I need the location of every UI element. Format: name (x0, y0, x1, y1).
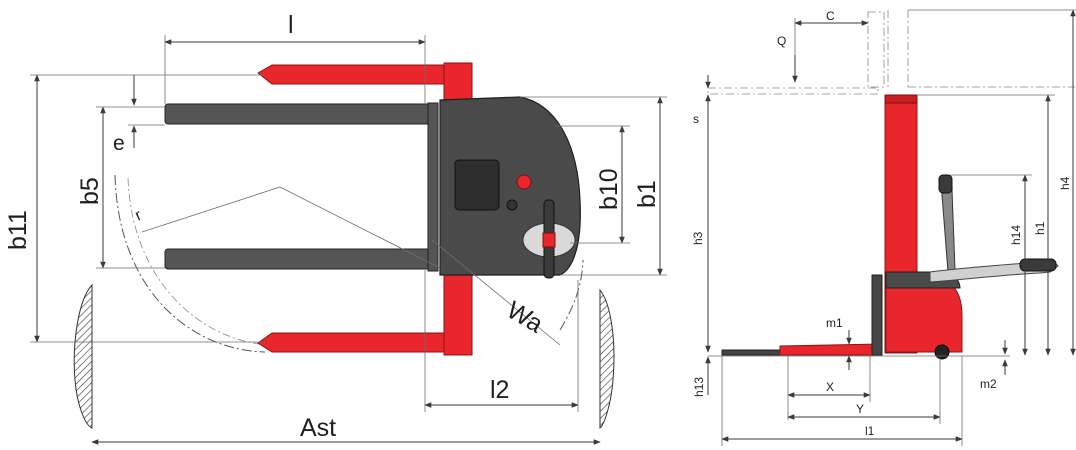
label-wa: Wa (502, 296, 548, 339)
tiller-red-cap (542, 232, 556, 248)
label-h14: h14 (1009, 225, 1023, 245)
upper-fork (164, 103, 436, 125)
raised-fork (707, 87, 879, 95)
mast-top-cap (884, 94, 918, 104)
label-l: l (288, 11, 294, 39)
side-body (885, 282, 963, 353)
turning-arc-outer (127, 177, 271, 346)
lower-red-leg (257, 332, 451, 353)
label-c: C (826, 9, 835, 23)
label-s: s (693, 112, 699, 126)
side-view: C Q s h3 h4 h14 h1 m1 h13 m2 (691, 9, 1076, 446)
battery-cover (454, 159, 500, 211)
right-aisle-wall (599, 288, 615, 430)
label-m1: m1 (826, 316, 843, 330)
label-h3: h3 (691, 231, 705, 245)
label-m2: m2 (980, 377, 997, 391)
lowered-carriage (871, 274, 883, 356)
radius-line-a (279, 186, 441, 269)
turning-arc-inner (114, 174, 266, 353)
lowered-fork-grey (721, 349, 783, 356)
label-q: Q (777, 34, 786, 48)
label-l1: l1 (865, 424, 875, 438)
label-h4: h4 (1058, 176, 1072, 190)
emergency-stop-button (516, 174, 532, 190)
lower-fork (164, 248, 436, 270)
label-b1: b1 (633, 180, 661, 208)
top-view: l b11 b5 e r b10 b1 Wa l2 (4, 11, 667, 445)
label-ast: Ast (300, 414, 336, 442)
upper-red-leg (257, 64, 451, 85)
tiller-handle (938, 174, 953, 194)
fork-carriage (427, 102, 439, 272)
label-y: Y (856, 402, 864, 416)
label-b5: b5 (76, 177, 104, 205)
lowered-fork-red (779, 343, 881, 356)
drive-wheel (934, 344, 950, 360)
label-b11: b11 (4, 210, 32, 250)
key-switch (506, 199, 518, 211)
label-h13: h13 (692, 377, 706, 397)
label-h1: h1 (1033, 221, 1047, 235)
lower-mast-block (443, 269, 473, 356)
radius-line-r (141, 186, 281, 233)
label-l2: l2 (490, 376, 509, 404)
label-x: X (826, 380, 834, 394)
radius-line-wa (431, 239, 561, 346)
turning-arc-right (559, 259, 584, 331)
left-aisle-wall (73, 283, 93, 429)
label-e: e (113, 132, 125, 155)
label-b10: b10 (595, 168, 623, 210)
raised-load-box (867, 11, 885, 88)
